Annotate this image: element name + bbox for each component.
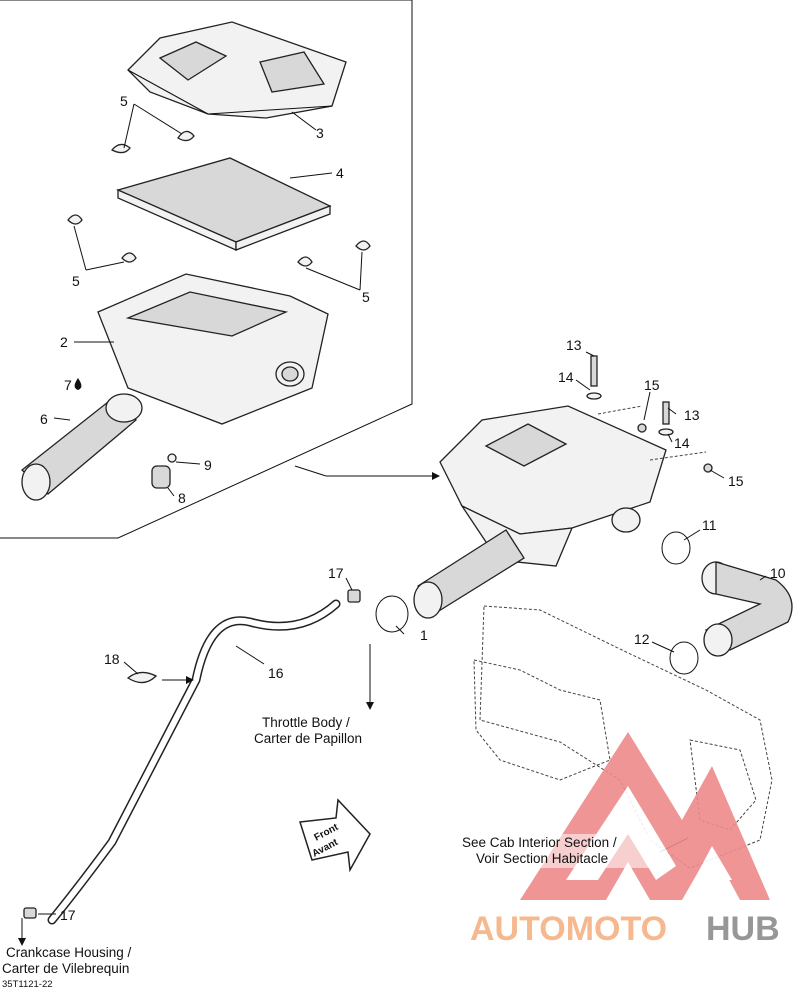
cab-interior-caption-fr: Voir Section Habitacle (476, 851, 608, 866)
cab-interior-caption-en: See Cab Interior Section / (462, 835, 617, 850)
callout-15-right: 15 (728, 473, 744, 489)
clamp-17-bottom (23, 907, 37, 919)
throttle-body-caption-fr: Carter de Papillon (254, 731, 362, 746)
watermark-hub: HUB (706, 910, 780, 948)
assembled-air-box (439, 405, 667, 567)
callout-13-right: 13 (684, 407, 700, 423)
callout-7: 7 (64, 377, 72, 393)
clip-5-mid-right-b (355, 240, 371, 251)
cab-interior-outline (473, 605, 773, 869)
callout-5-top: 5 (120, 93, 128, 109)
callout-8: 8 (178, 490, 186, 506)
washer-14-right (658, 428, 674, 436)
callout-9: 9 (204, 457, 212, 473)
bolt-13-right (662, 401, 670, 425)
callout-3: 3 (316, 125, 324, 141)
air-box-cover (127, 21, 347, 119)
air-box-base (97, 273, 329, 425)
clip-5-mid-left-a (67, 214, 83, 225)
figure-reference: 35T1121-22 (2, 979, 53, 990)
callout-14-left: 14 (558, 369, 574, 385)
callout-17-top: 17 (328, 565, 344, 581)
clamp-11 (661, 531, 691, 565)
callout-17-bottom: 17 (60, 907, 76, 923)
part-18-grommet (126, 671, 158, 684)
part-16-breather-hose (47, 599, 341, 925)
crankcase-caption-en: Crankcase Housing / (6, 945, 132, 960)
clip-5-upper-left (110, 143, 131, 154)
callout-10: 10 (770, 565, 786, 581)
part-7-drop-icon (74, 378, 82, 390)
callout-15-top: 15 (644, 377, 660, 393)
callout-2: 2 (60, 334, 68, 350)
part-9-clip (167, 453, 177, 463)
watermark-auto: AUTOMOTO (470, 910, 667, 948)
air-filter (116, 157, 332, 251)
clip-5-mid-left-b (121, 252, 137, 263)
callout-13-left: 13 (566, 337, 582, 353)
bolt-13-left (590, 355, 598, 387)
clip-5-mid-right-a (297, 256, 313, 267)
callout-5-right: 5 (362, 289, 370, 305)
callout-5-left: 5 (72, 273, 80, 289)
clamp-1 (375, 595, 409, 633)
intake-hose-exploded (21, 393, 143, 501)
throttle-body-caption-en: Throttle Body / (262, 715, 350, 730)
callout-18: 18 (104, 651, 120, 667)
crankcase-caption-fr: Carter de Vilebrequin (2, 961, 129, 976)
part-8-grommet (151, 465, 171, 489)
clamp-17-top (347, 589, 361, 603)
callout-16: 16 (268, 665, 284, 681)
callout-1: 1 (420, 627, 428, 643)
callout-14-right: 14 (674, 435, 690, 451)
callout-12: 12 (634, 631, 650, 647)
callout-6: 6 (40, 411, 48, 427)
nut-15-top (637, 423, 647, 433)
clamp-12 (669, 641, 699, 675)
part-10-duct (701, 561, 793, 657)
callout-11: 11 (702, 517, 717, 533)
callouts: 3 4 5 5 5 2 7 6 9 8 13 14 15 13 14 15 11… (40, 93, 786, 923)
washer-14-left (586, 392, 602, 400)
callout-4: 4 (336, 165, 344, 181)
front-arrow: Front Avant (299, 798, 371, 873)
exploded-view-frame (0, 0, 413, 539)
intake-hose-assembled (413, 529, 525, 619)
